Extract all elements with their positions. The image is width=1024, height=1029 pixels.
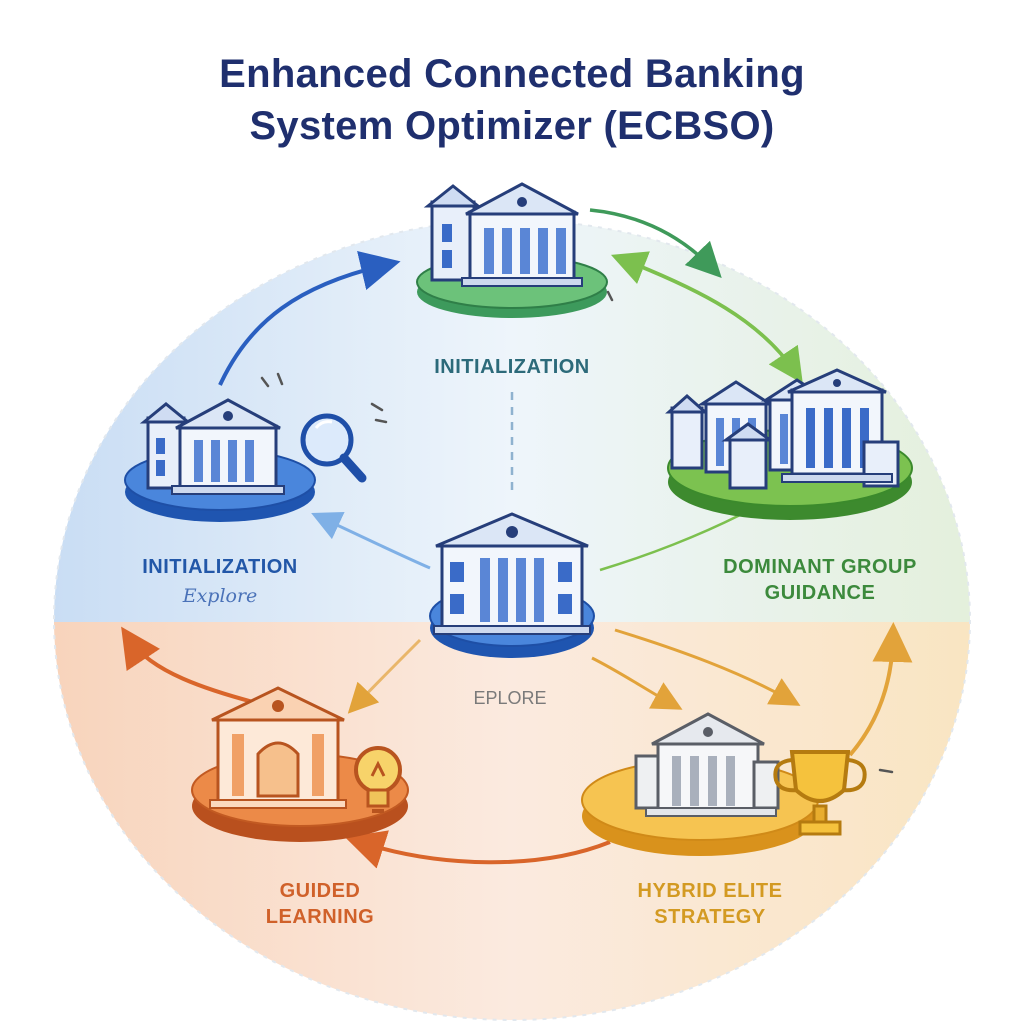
lightbulb-icon — [354, 746, 402, 813]
bottom-right-stage-label: HYBRID ELITE STRATEGY — [600, 878, 820, 930]
trophy-icon — [773, 750, 867, 836]
bottom-left-stage-label: GUIDED LEARNING — [210, 878, 430, 930]
right-stage-label-line-1: DOMINANT GROUP — [723, 556, 917, 578]
left-stage-sublabel: Explore — [182, 585, 258, 607]
arrow-bottom-right-to-left — [344, 830, 611, 869]
right-stage-label: DOMINANT GROUP GUIDANCE — [690, 554, 950, 606]
left-node — [124, 398, 367, 522]
bank-building-icon — [433, 512, 591, 635]
center-stage-sublabel: EPLORE — [473, 688, 547, 708]
bank-building-icon — [665, 368, 900, 490]
bottom-right-node — [581, 712, 867, 856]
line-center-to-right — [599, 513, 741, 572]
title-line-2: System Optimizer (ECBSO) — [249, 104, 775, 148]
arrow-center-to-bottom-right-a — [591, 656, 683, 710]
bottom-left-stage-label-line-1: GUIDED — [279, 880, 361, 902]
arrow-bottom-right-up — [848, 622, 913, 757]
arrow-top-to-right — [589, 208, 722, 279]
bank-building-icon — [423, 182, 583, 287]
bottom-left-node — [191, 686, 409, 842]
bank-building-icon — [139, 398, 285, 495]
accent-marks — [260, 290, 894, 774]
magnifier-icon — [300, 413, 367, 483]
arrow-center-to-bottom-left — [347, 638, 422, 714]
arrow-right-to-top — [610, 251, 797, 373]
bottom-right-stage-label-line-2: STRATEGY — [654, 906, 766, 928]
bottom-left-stage-label-line-2: LEARNING — [265, 906, 375, 928]
top-node — [416, 182, 608, 318]
arrow-center-to-left — [311, 511, 431, 570]
top-stage-label: INITIALIZATION — [434, 356, 590, 378]
right-stage-label-line-2: GUIDANCE — [764, 582, 876, 604]
page-title: Enhanced Connected Banking System Optimi… — [0, 48, 1024, 152]
right-node — [665, 368, 913, 520]
arrow-left-to-top — [218, 251, 401, 386]
bank-building-icon — [634, 712, 780, 817]
center-node — [429, 512, 595, 658]
bank-building-icon — [209, 686, 347, 809]
upper-background — [54, 220, 970, 622]
bottom-right-stage-label-line-1: HYBRID ELITE — [637, 880, 783, 902]
left-stage-label: INITIALIZATION — [142, 556, 298, 578]
arrow-center-to-bottom-right-b — [614, 628, 801, 706]
title-line-1: Enhanced Connected Banking — [219, 52, 805, 96]
